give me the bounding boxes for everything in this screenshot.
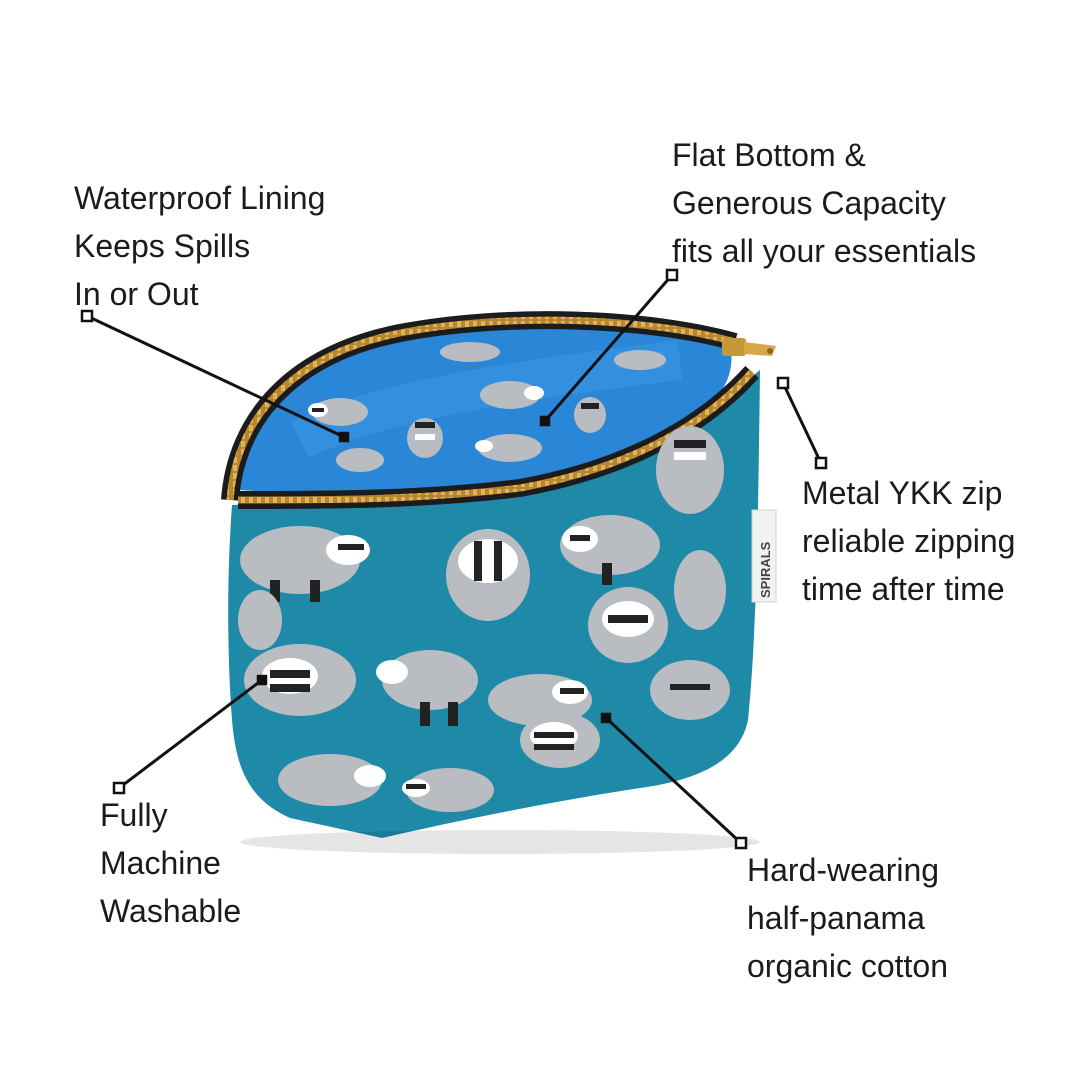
callout-line: Metal YKK zip: [802, 475, 1003, 511]
callout-line: reliable zipping: [802, 523, 1016, 559]
callout-line: organic cotton: [747, 948, 949, 984]
callout-line: Hard-wearing: [747, 852, 940, 888]
outer-badger-pattern: [238, 426, 730, 812]
callout-metal-zip: Metal YKK zip reliable zipping time afte…: [802, 469, 1015, 613]
zip-pull: [722, 338, 776, 356]
callout-line: half-panama: [747, 900, 925, 936]
callout-line: fits all your essentials: [672, 233, 977, 269]
callout-line: Generous Capacity: [672, 185, 946, 221]
zipper: [221, 311, 776, 509]
callout-markers: [80, 268, 828, 850]
callout-flat-bottom: Flat Bottom & Generous Capacity fits all…: [672, 131, 976, 275]
brand-label-text: SPIRALS: [758, 541, 773, 598]
callout-organic-cotton: Hard-wearing half-panama organic cotton: [747, 846, 948, 990]
callout-line: Keeps Spills: [74, 228, 251, 264]
brand-label-tag: [751, 509, 777, 603]
callout-line: time after time: [802, 571, 1005, 607]
callout-line: Fully: [100, 797, 168, 833]
callout-line: Flat Bottom &: [672, 137, 866, 173]
callout-line: Waterproof Lining: [74, 180, 326, 216]
callout-line: Machine: [100, 845, 221, 881]
callout-line: Washable: [100, 893, 242, 929]
callout-leaders: [86, 274, 823, 845]
lining-badger-pattern: [308, 342, 666, 472]
callout-waterproof-lining: Waterproof Lining Keeps Spills In or Out: [74, 174, 325, 318]
callout-machine-washable: Fully Machine Washable: [100, 791, 241, 935]
callout-line: In or Out: [74, 276, 199, 312]
